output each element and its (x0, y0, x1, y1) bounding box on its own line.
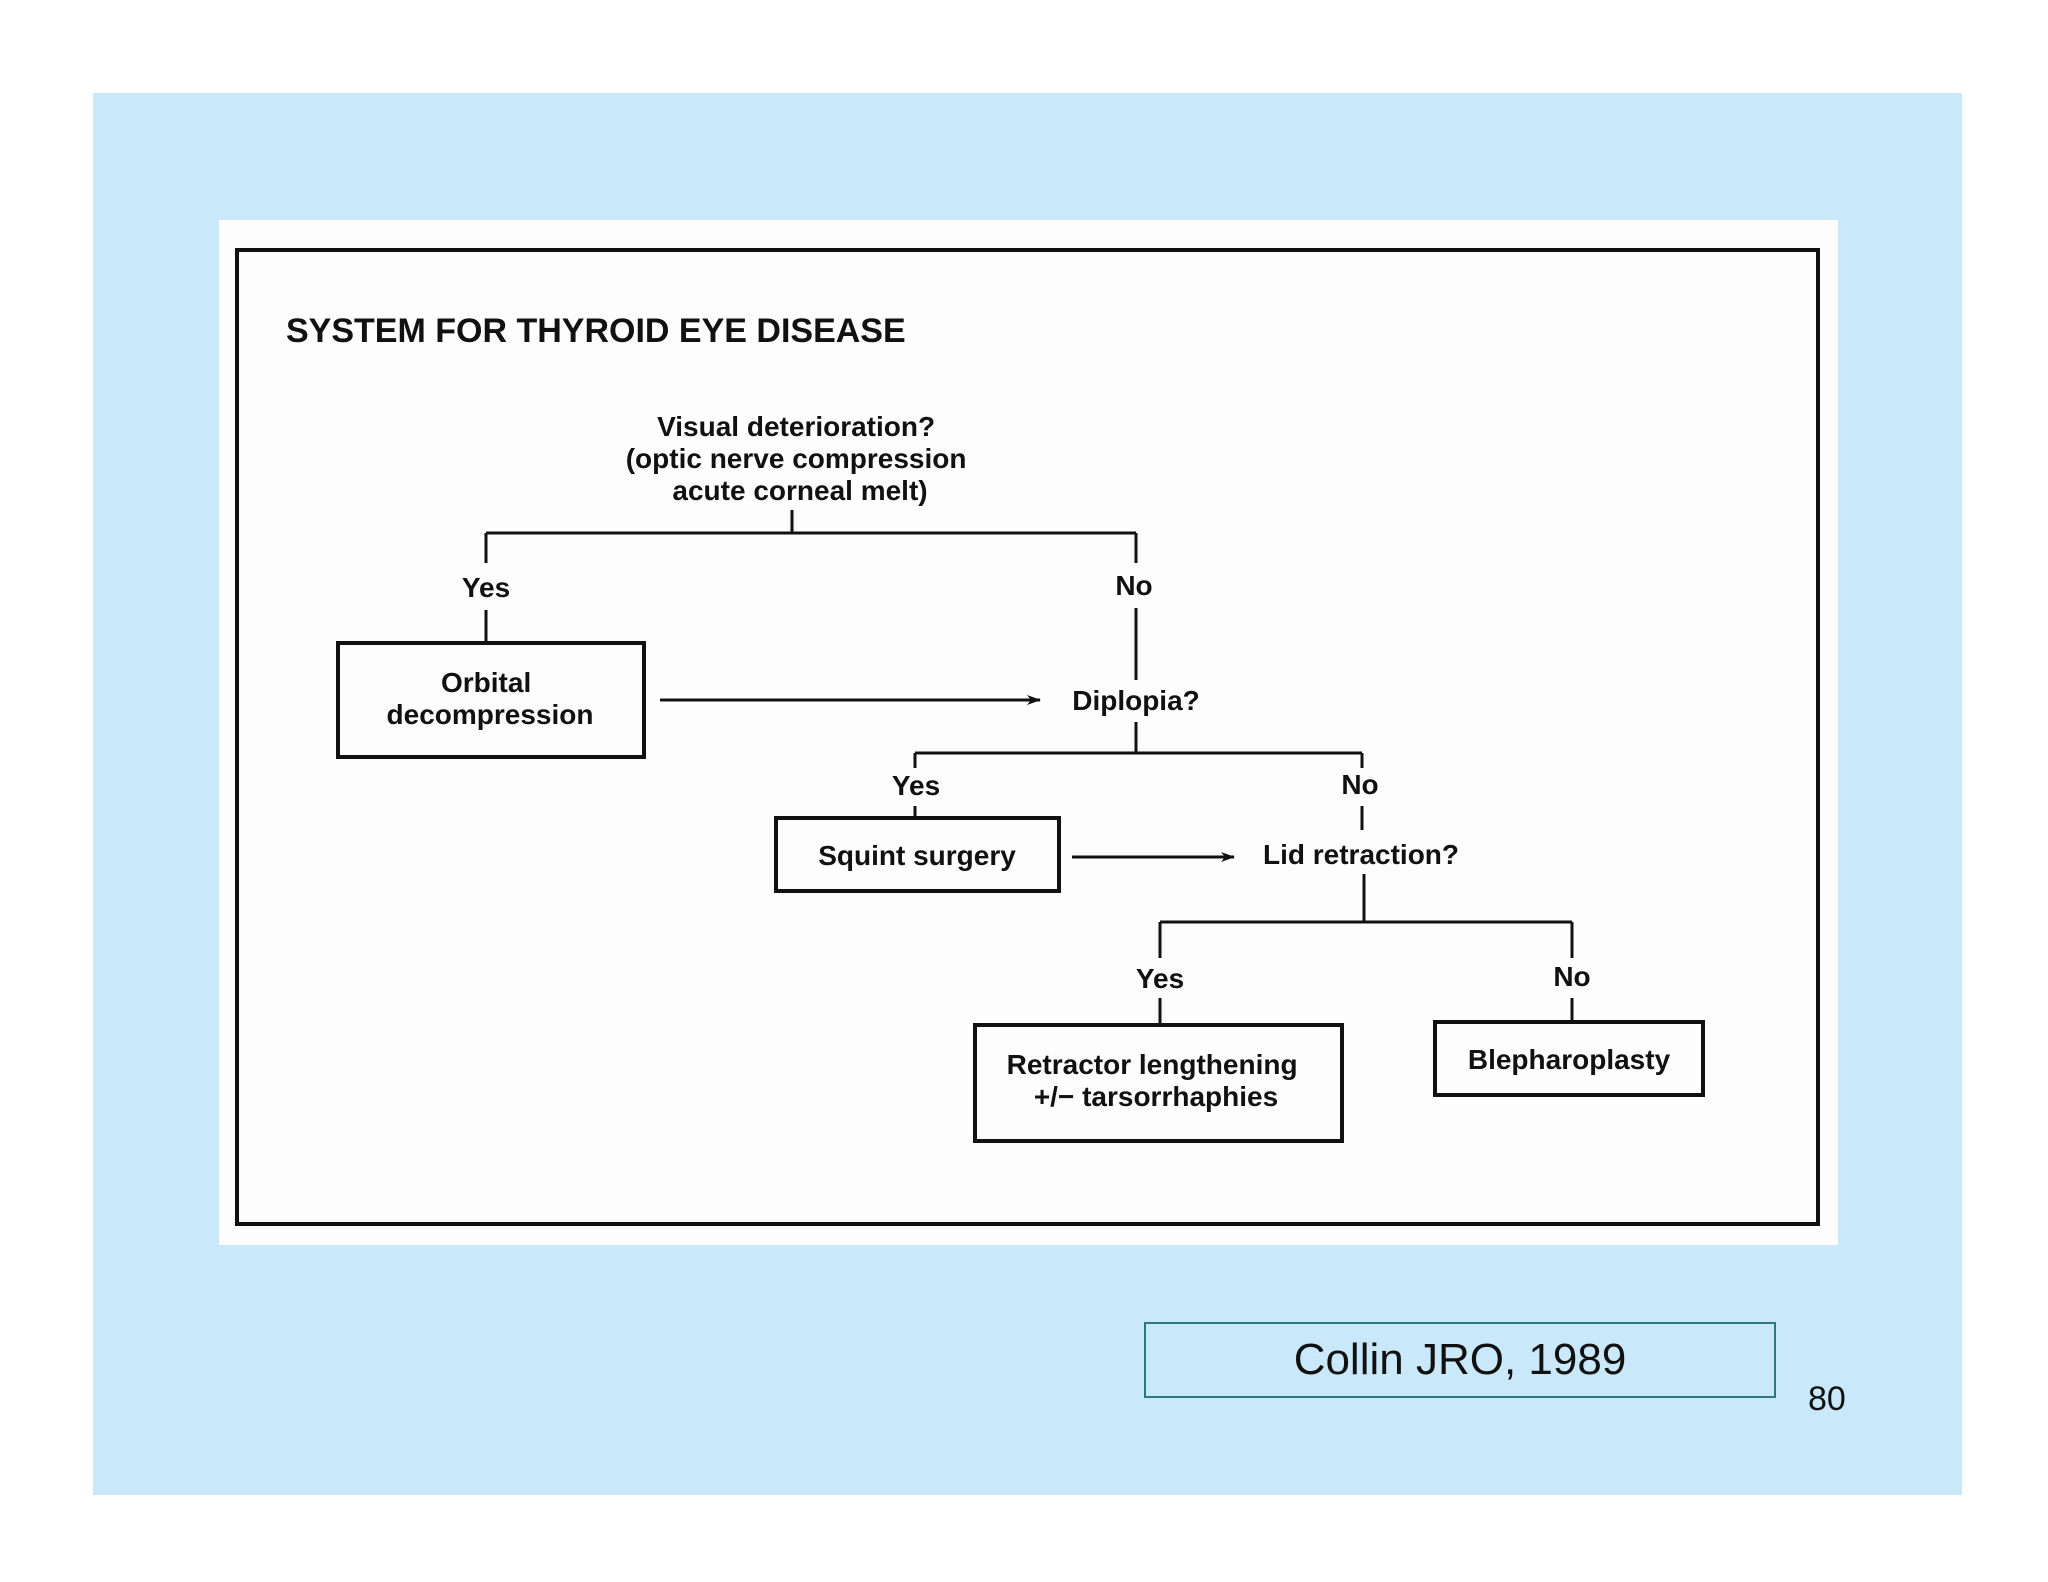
edge-label-no: No (1341, 769, 1378, 800)
blepharoplasty-box (1433, 1020, 1705, 1097)
orbital-decompression-box (336, 641, 646, 759)
edge-label-yes: Yes (892, 770, 940, 801)
squint-surgery-box (774, 816, 1061, 893)
retractor-lengthening-box (973, 1023, 1344, 1143)
figure-frame (235, 248, 1820, 1226)
visual-deterioration-question: Visual deterioration? (optic nerve compr… (626, 411, 975, 506)
figure-title: SYSTEM FOR THYROID EYE DISEASE (286, 312, 906, 350)
page-number: 80 (1808, 1380, 1846, 1418)
lid-retraction-question: Lid retraction? (1263, 839, 1459, 870)
citation-text: Collin JRO, 1989 (1293, 1335, 1627, 1384)
squint-surgery-label: Squint surgery (818, 840, 1016, 871)
edge-label-no: No (1553, 961, 1590, 992)
edge-label-yes: Yes (462, 572, 510, 603)
blepharoplasty-label: Blepharoplasty (1468, 1044, 1671, 1075)
edge-label-yes: Yes (1136, 963, 1184, 994)
orbital-decompression-label: Orbital decompression (387, 667, 594, 730)
retractor-lengthening-label: Retractor lengthening +/− tarsorrhaphies (1007, 1049, 1306, 1112)
figure-panel (219, 220, 1838, 1245)
diplopia-question: Diplopia? (1072, 685, 1200, 716)
citation-box: Collin JRO, 1989 (1144, 1322, 1776, 1398)
edge-label-no: No (1115, 570, 1152, 601)
